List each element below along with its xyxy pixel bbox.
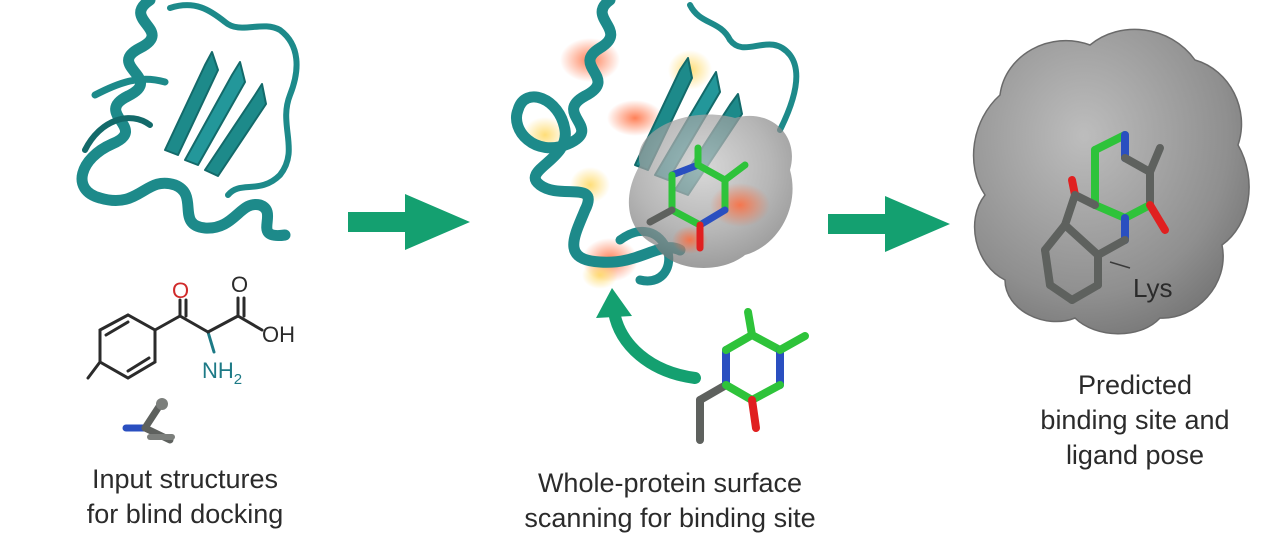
scanning-pocket-surface xyxy=(628,114,793,268)
input-ligand-2d-structure xyxy=(86,296,264,380)
input-caption: Input structures for blind docking xyxy=(40,462,330,532)
scanning-docked-ligand xyxy=(646,144,749,252)
scanning-curved-arrow xyxy=(608,306,701,384)
ketone-oxygen-label: O xyxy=(172,278,189,303)
prediction-surface-blob xyxy=(972,28,1250,335)
prediction-caption: Predicted binding site and ligand pose xyxy=(990,368,1280,473)
amine-label: NH2 xyxy=(202,358,242,388)
scanning-caption: Whole-protein surface scanning for bindi… xyxy=(490,466,850,536)
lys-pointer xyxy=(1109,261,1131,269)
acid-oxygen-label: O xyxy=(231,272,248,297)
scanning-pocket-hotspot xyxy=(710,183,770,227)
input-ligand-3d-stick xyxy=(122,398,175,444)
input-protein-ribbon xyxy=(76,0,300,242)
hydroxyl-label: OH xyxy=(262,322,295,347)
prediction-docked-ligand xyxy=(1041,131,1169,304)
scanning-caption-line-2: scanning for binding site xyxy=(524,503,816,533)
input-caption-line-1: Input structures xyxy=(91,464,279,494)
step-arrow-1 xyxy=(348,194,470,250)
input-caption-line-2: for blind docking xyxy=(86,499,284,529)
step-arrow-2 xyxy=(828,196,950,252)
scanning-curved-arrow-head xyxy=(596,288,632,318)
scanning-free-ligand xyxy=(696,308,809,444)
residue-label: Lys xyxy=(1133,273,1173,303)
prediction-caption-line-1: Predicted xyxy=(1077,370,1193,400)
scanning-caption-line-1: Whole-protein surface xyxy=(537,468,803,498)
prediction-caption-line-3: ligand pose xyxy=(1065,440,1205,470)
prediction-caption-line-2: binding site and xyxy=(1040,405,1230,435)
